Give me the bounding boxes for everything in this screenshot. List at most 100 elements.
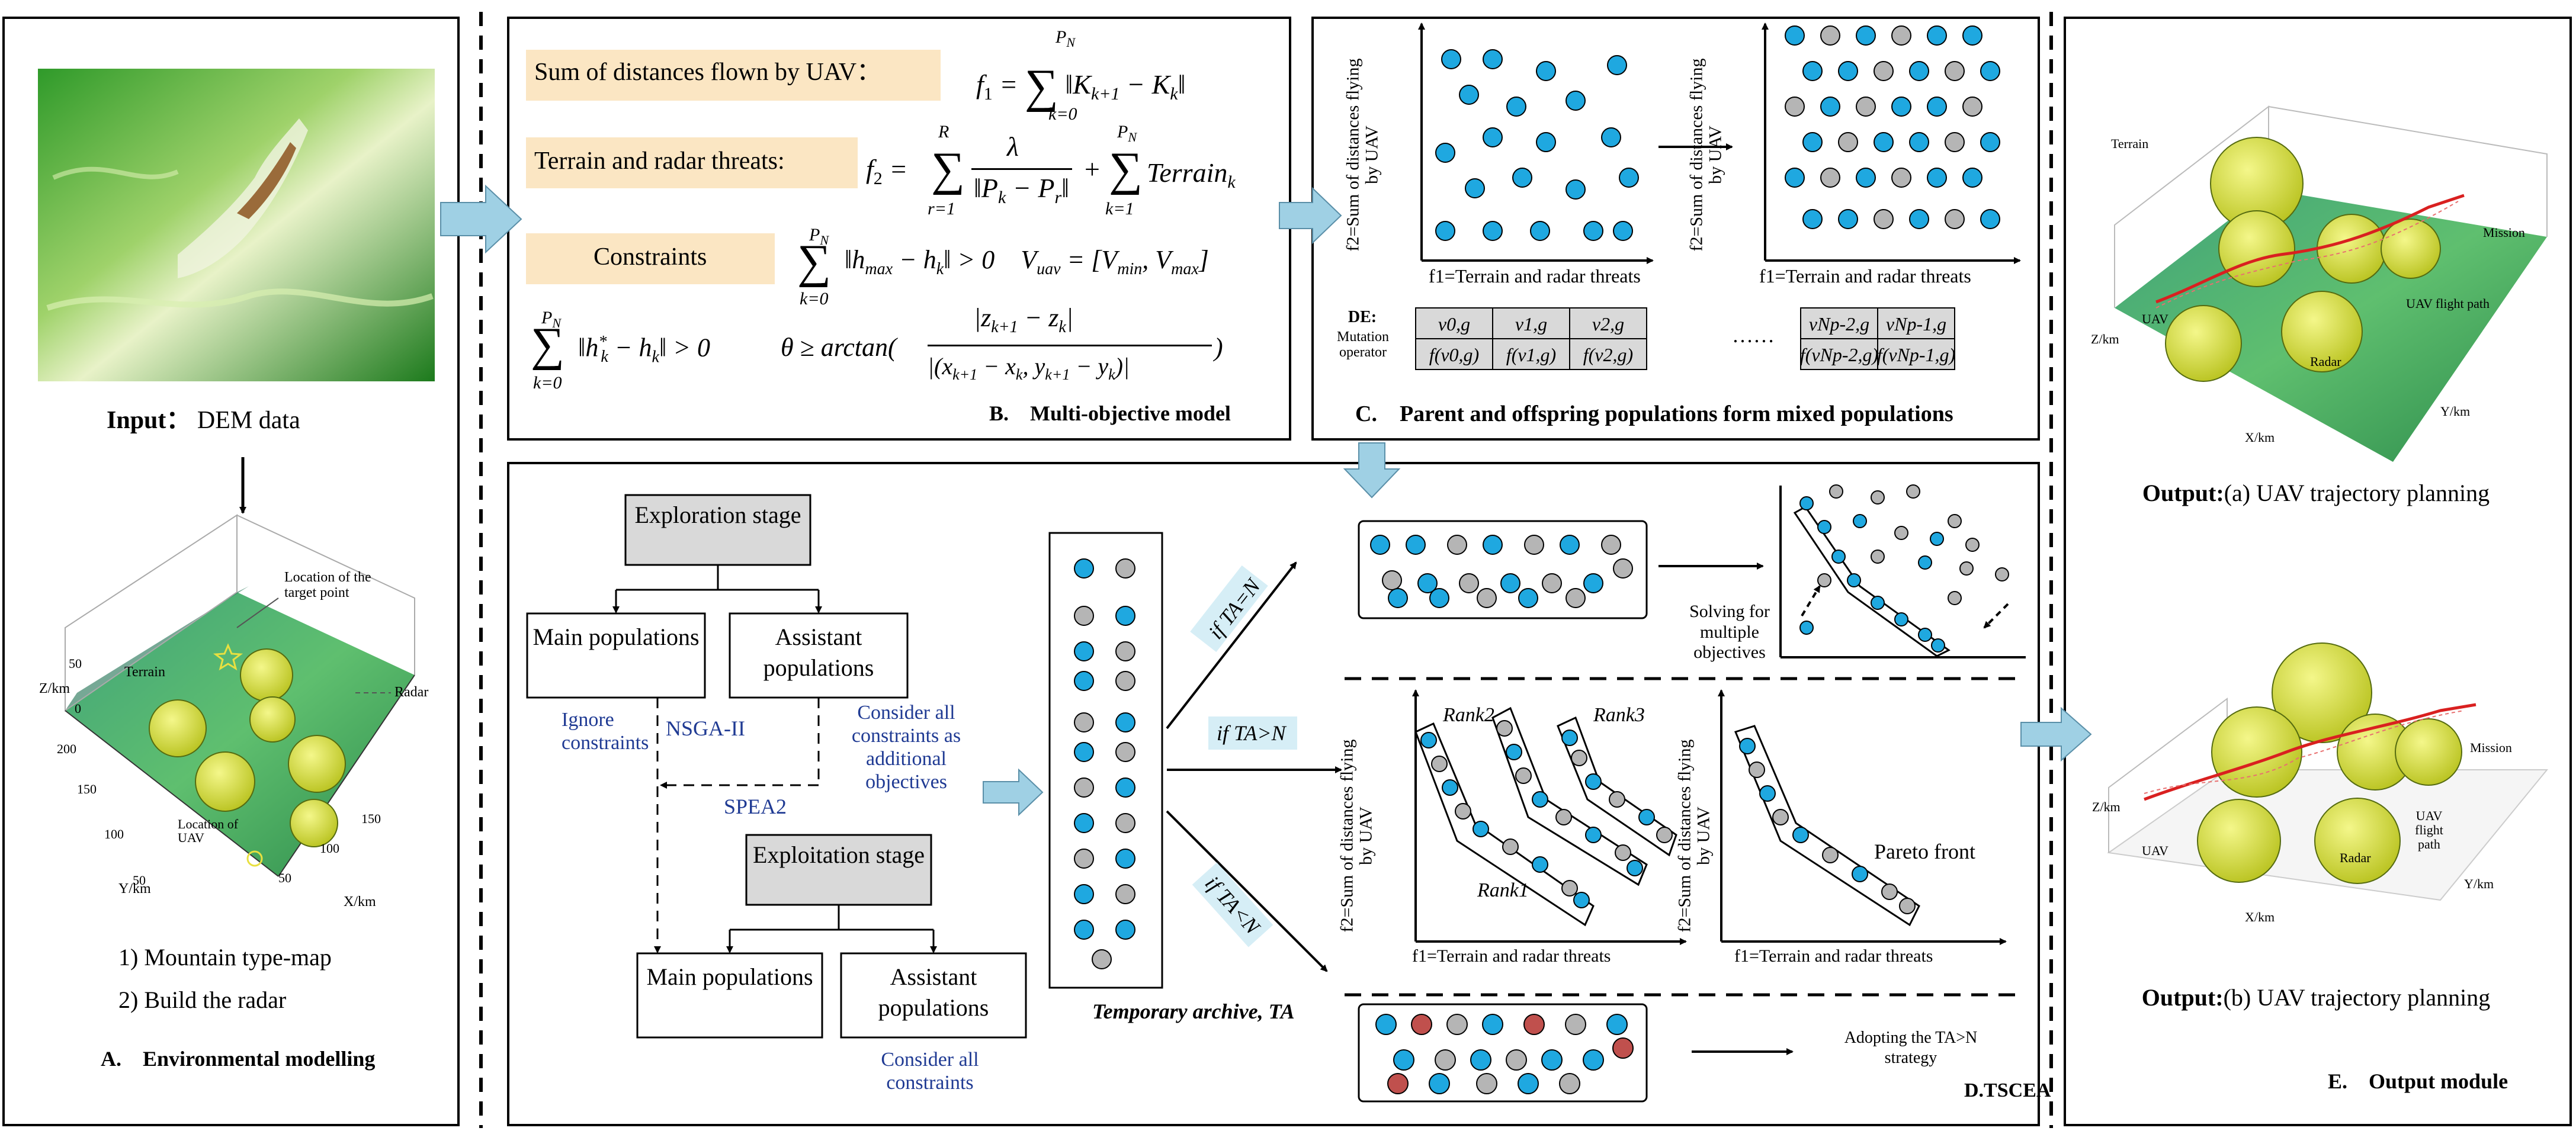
plot-c2-points [1785,25,2000,229]
population-point [1370,535,1390,555]
de-vector-symbol: v1,g [1515,313,1547,335]
population-point [1115,641,1135,661]
arrow-d-to-e [2020,706,2092,762]
archive-points [1074,558,1135,969]
formula-c3-num: |zk+1 − zk| [974,303,1073,336]
de-vector-cell [1492,307,1570,339]
formula-c3-lhs: θ ≥ arctan( [781,333,897,362]
population-point [1856,168,1876,188]
population-point [1518,1073,1539,1094]
population-point [1874,209,1894,229]
formula-f2-plus: + [1083,154,1102,184]
formula-c1-body: ‖hmax − hk‖ > 0 Vuav = [Vmin, Vmax] [845,245,1209,278]
de-vector-symbol: vNp-1,g [1886,313,1946,335]
population-point [1074,813,1094,833]
solving-label: Solving for multiple objectives [1689,602,1770,662]
branch-eq [1166,561,1297,730]
plot-pareto-points [1739,738,1916,914]
population-point [1802,132,1823,152]
population-point [1585,773,1602,790]
de-vector-cell [1800,307,1878,339]
formula-f2-sum2-upper: PN [1117,122,1137,144]
out-b-radar: Radar [2340,850,2371,865]
population-point [1980,209,2000,229]
population-point [1615,844,1631,861]
population-point [1074,777,1094,798]
population-point [1980,132,2000,152]
population-point [1496,720,1513,737]
population-point [1074,606,1094,626]
tag-box-1 [526,50,941,101]
out-a-zaxis: Z/km [2091,332,2119,346]
dem-image [38,69,435,381]
population-point [1566,179,1586,200]
map-y-axis-label: Y/km [118,881,151,897]
population-point [1523,1014,1545,1035]
out-b-yaxis: Y/km [2464,876,2494,891]
plot-rank-ylabel: f2=Sum of distances flying by UAV [1337,739,1376,933]
population-point [1612,1037,1634,1059]
population-point [1838,132,1858,152]
population-point [1115,813,1135,833]
population-point [1483,49,1503,69]
formula-c3-close: ) [1214,333,1223,362]
plot-c2-ylabel: f2=Sum of distances flying by UAV [1686,58,1725,252]
population-point [1115,849,1135,869]
population-point [1446,1014,1468,1035]
population-point [1853,514,1867,528]
population-point [1406,535,1426,555]
output-b-caption: Output:(b) UAV trajectory planning [2141,984,2491,1011]
population-point [1856,25,1876,46]
exploitation-label: Exploitation stage [753,841,925,868]
population-point [1435,1049,1456,1071]
population-point [1871,490,1885,505]
population-point [1829,484,1843,499]
population-point [1566,588,1586,608]
out-a-uav: UAV [2142,311,2168,326]
formula-f2-fracbar [971,168,1072,170]
plot-pareto-ylabel: f2=Sum of distances flying by UAV [1674,739,1714,933]
population-point [1536,61,1556,81]
population-point [1759,785,1776,802]
exploration-label: Exploration stage [634,502,801,528]
map-terrain-label: Terrain [124,664,165,680]
population-point [1871,550,1885,564]
de-vector-cell [1415,307,1493,339]
formula-f2-terrain: Terraink [1147,158,1236,192]
main-pop-box-1 [526,612,706,699]
consider-all-label: Consider all constraints [881,1049,979,1094]
tag-1-label: Sum of distances flown by UAV： [534,59,882,86]
formula-f2-sum2-lower: k=1 [1105,199,1134,219]
formula-f2: f2 = [866,154,908,189]
ta-eq-points [1370,535,1633,608]
population-point [1606,1014,1628,1035]
population-point [1115,742,1135,762]
exploitation-box [745,834,932,906]
population-point [1560,535,1580,555]
out-a-path: UAV flight path [2406,296,2490,311]
out-a-terrain: Terrain [2111,136,2149,151]
population-point [1909,209,1929,229]
population-point [1638,809,1655,825]
population-point [1074,712,1094,732]
formula-f1: f1 = ∑ ‖Kk+1 − Kk‖ [976,60,1186,113]
population-point [1799,496,1814,510]
panel-e-caption: E. Output module [2328,1069,2508,1093]
de-vector-symbol: v0,g [1438,313,1470,335]
plot-rank-xlabel: f1=Terrain and radar threats [1412,946,1611,966]
tag-box-3 [526,233,775,284]
population-point [1959,561,1974,576]
ignore-label: Ignore constraints [562,709,649,754]
population-point [1483,221,1503,241]
population-point [1962,97,1982,117]
branch-lt [1166,810,1328,972]
population-point [1477,588,1497,608]
population-point [1074,558,1094,579]
population-point [1074,671,1094,691]
population-point [1074,641,1094,661]
population-point [1817,573,1831,587]
population-point [1565,1014,1586,1035]
population-point [1739,738,1756,754]
population-point [1948,514,1962,528]
